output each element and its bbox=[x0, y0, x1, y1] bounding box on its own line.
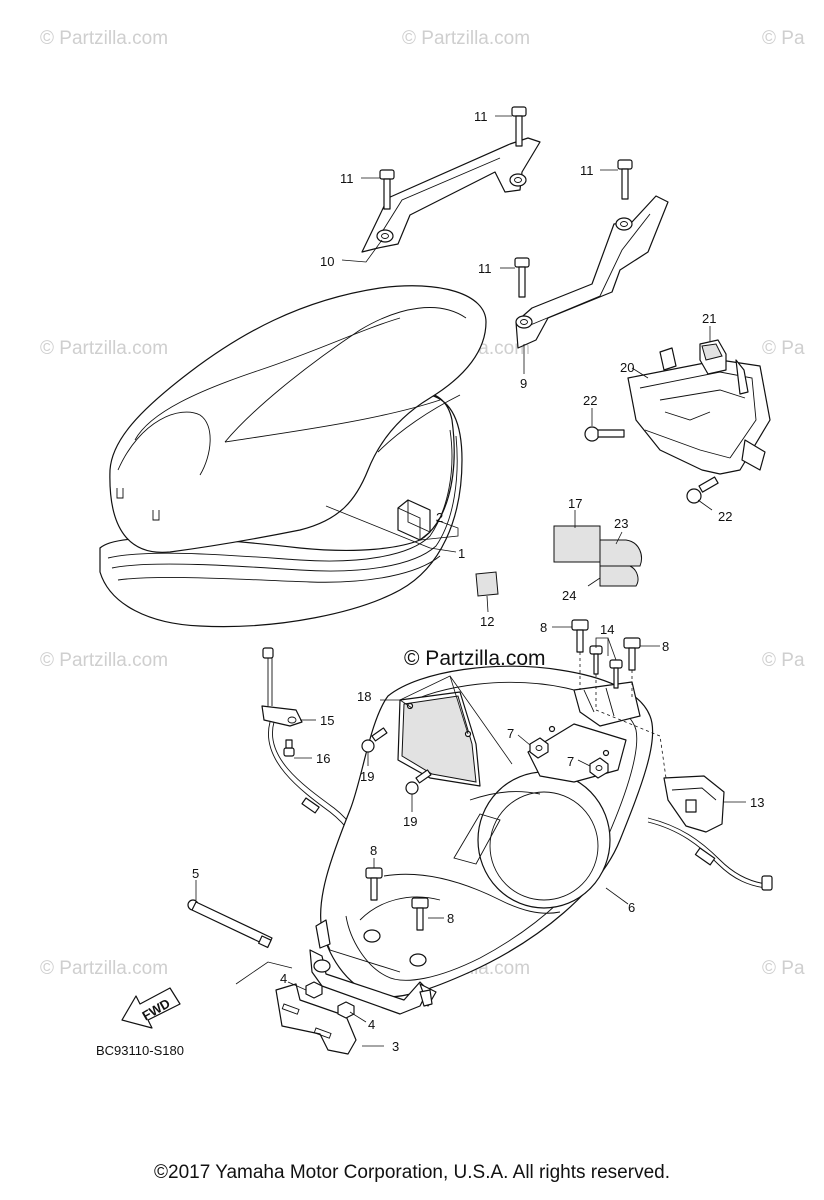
callout-9: 9 bbox=[520, 376, 527, 391]
callout-8: 8 bbox=[540, 620, 547, 635]
callout-1: 1 bbox=[458, 546, 465, 561]
bracket-3 bbox=[275, 981, 357, 1055]
nut-7 bbox=[529, 737, 609, 779]
callout-20: 20 bbox=[620, 360, 634, 375]
screw-22 bbox=[584, 426, 719, 504]
watermark: © Partzilla.com bbox=[40, 28, 168, 49]
watermark: © Pa bbox=[762, 338, 805, 359]
callout-18: 18 bbox=[357, 689, 371, 704]
callout-19b: 19 bbox=[403, 814, 417, 829]
fwd-arrow-icon: FWD bbox=[121, 987, 181, 1029]
callout-11: 11 bbox=[340, 171, 354, 186]
watermark: © Pa bbox=[762, 958, 805, 979]
callout-13: 13 bbox=[750, 795, 764, 810]
seat-assembly bbox=[99, 285, 487, 628]
callout-2: 2 bbox=[436, 510, 443, 525]
watermark: © Partzilla.com bbox=[40, 338, 168, 359]
callout-10: 10 bbox=[320, 254, 334, 269]
callout-3: 3 bbox=[392, 1039, 399, 1054]
watermark: © Partzilla.com bbox=[40, 958, 168, 979]
watermark: © Partzilla.com bbox=[40, 650, 168, 671]
callout-15: 15 bbox=[320, 713, 334, 728]
callout-5: 5 bbox=[192, 866, 199, 881]
grab-bar-right bbox=[515, 195, 669, 349]
drawing-code: BC93110-S180 bbox=[96, 1043, 184, 1058]
callouts: 1 2 3 4 4 5 6 7 7 8 8 8 8 9 10 11 11 11 … bbox=[192, 109, 764, 1054]
callout-22b: 22 bbox=[718, 509, 732, 524]
callout-4: 4 bbox=[280, 971, 287, 986]
helmet-box bbox=[309, 665, 654, 1015]
callout-22: 22 bbox=[583, 393, 597, 408]
callout-8b: 8 bbox=[662, 639, 669, 654]
callout-12: 12 bbox=[480, 614, 494, 629]
cable-15 bbox=[261, 647, 367, 857]
callout-21: 21 bbox=[702, 311, 716, 326]
callout-11c: 11 bbox=[580, 163, 594, 178]
watermark: © Pa bbox=[762, 650, 805, 671]
watermark: © Pa bbox=[762, 28, 805, 49]
callout-8d: 8 bbox=[447, 911, 454, 926]
pin-5 bbox=[187, 899, 273, 949]
callout-8c: 8 bbox=[370, 843, 377, 858]
callout-24: 24 bbox=[562, 588, 576, 603]
bolt-11 bbox=[379, 106, 633, 298]
callout-23: 23 bbox=[614, 516, 628, 531]
watermark-main: © Partzilla.com bbox=[404, 647, 546, 670]
tool-box bbox=[627, 339, 771, 475]
watermark-layer: © Partzilla.com © Partzilla.com © Pa © P… bbox=[40, 28, 805, 979]
callout-14: 14 bbox=[600, 622, 614, 637]
callout-4b: 4 bbox=[368, 1017, 375, 1032]
callout-7: 7 bbox=[507, 726, 514, 741]
leader-lines bbox=[195, 115, 746, 1047]
callout-11b: 11 bbox=[474, 109, 488, 124]
watermark: © Partzilla.com bbox=[402, 28, 530, 49]
seat-lock-assembly bbox=[647, 775, 773, 891]
caution-labels bbox=[475, 525, 642, 597]
bolt-14 bbox=[589, 645, 623, 689]
bolt-8 bbox=[365, 619, 641, 931]
callout-17: 17 bbox=[568, 496, 582, 511]
callout-11d: 11 bbox=[478, 261, 492, 276]
copyright-notice: ©2017 Yamaha Motor Corporation, U.S.A. A… bbox=[154, 1162, 670, 1183]
callout-6: 6 bbox=[628, 900, 635, 915]
callout-16: 16 bbox=[316, 751, 330, 766]
screw-19 bbox=[361, 727, 432, 795]
callout-19: 19 bbox=[360, 769, 374, 784]
callout-7b: 7 bbox=[567, 754, 574, 769]
